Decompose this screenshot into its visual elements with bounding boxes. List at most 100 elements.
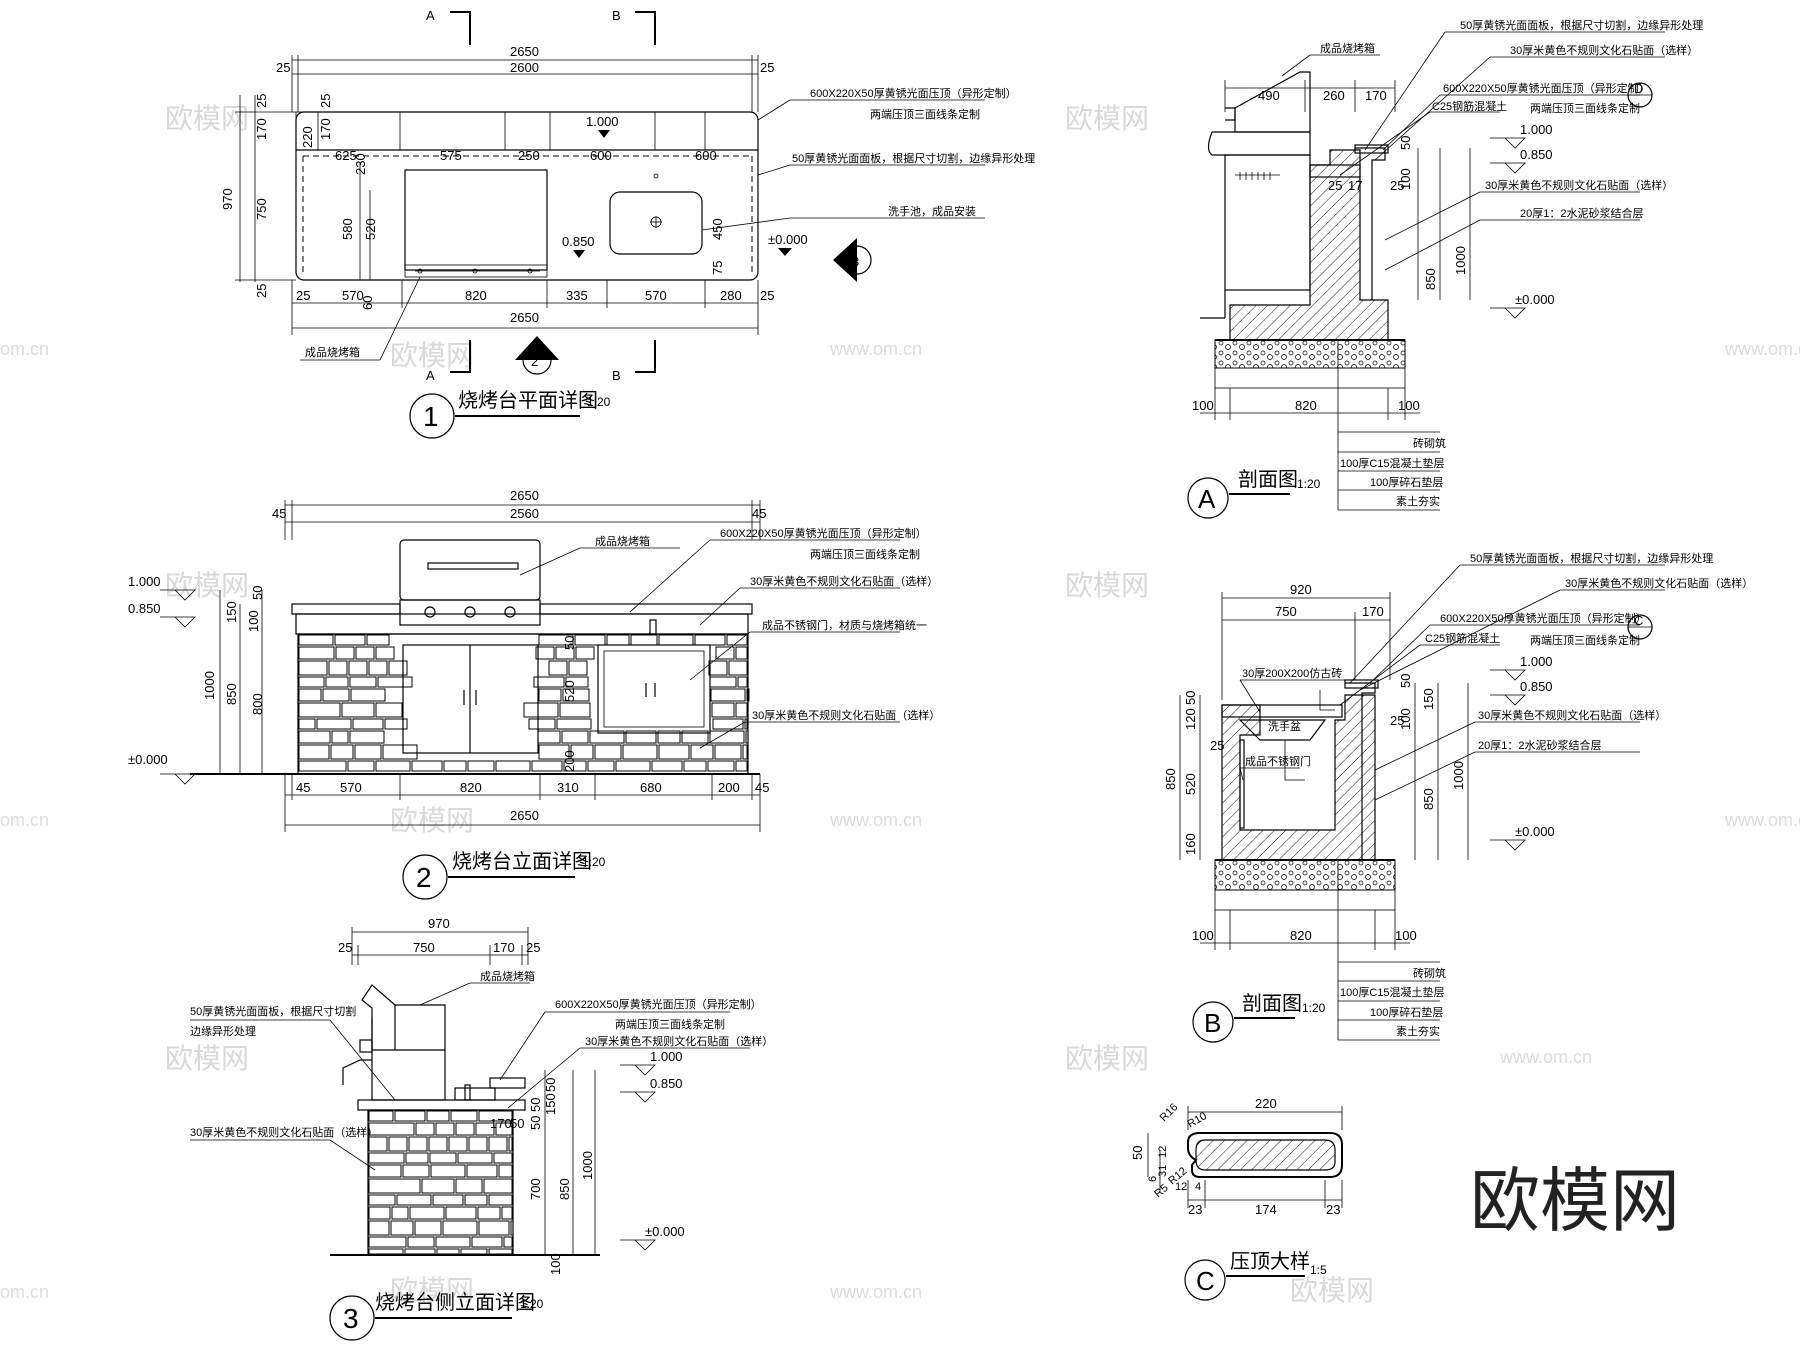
callout-number: 2 [531, 354, 538, 369]
stone-block [606, 634, 630, 646]
watermark-url: om.cn [0, 810, 49, 830]
stone-block [508, 1136, 513, 1152]
dim-label: 570 [340, 780, 362, 795]
stone-block [575, 646, 595, 660]
dim-label: 25 [254, 284, 269, 298]
gravel-layer [1214, 339, 1406, 369]
coping-profile [1187, 1132, 1343, 1178]
dim-label: 25 [760, 60, 774, 75]
sink-basin [609, 191, 703, 255]
watermark: 欧模网 [1065, 570, 1149, 601]
vent-icon [1239, 172, 1271, 180]
stone-block [709, 676, 737, 688]
dim-label: 120 [1183, 708, 1198, 730]
stone-block [501, 1206, 513, 1220]
callout-number: 3 [852, 254, 859, 269]
stone-block [298, 760, 347, 772]
stone-block [368, 1110, 394, 1122]
drawing-number-circle [1187, 477, 1229, 519]
stone-block [330, 744, 354, 760]
dim-label: 335 [566, 288, 588, 303]
stone-block [478, 1220, 510, 1236]
wash-basin [1238, 719, 1327, 741]
stone-block [421, 1178, 455, 1194]
dim-label: 150 [224, 601, 239, 623]
level-label: ±0.000 [645, 1224, 685, 1239]
drawing-number: B [1204, 1008, 1221, 1038]
dim-label: 23 [1326, 1202, 1340, 1217]
stone-block [394, 1110, 426, 1122]
dim-label: 12 [1157, 1146, 1169, 1158]
counter-outline [295, 111, 759, 281]
dim-label: 25 [526, 940, 540, 955]
dim-label: 25 [296, 288, 310, 303]
annotation: 成品不锈钢门，材质与烧烤箱统一 [762, 618, 927, 632]
dim-label: 1000 [1453, 246, 1468, 275]
stone-block [658, 744, 690, 760]
annotation: 50厚黄锈光面面板，根据尺寸切割，边缘异形处理 [1470, 551, 1713, 565]
stone-block [498, 1164, 513, 1178]
drawing-scale: 1:5 [1310, 1263, 1327, 1277]
layer-label: 砖砌筑 [1413, 436, 1446, 450]
drawing-number-circle [402, 854, 448, 900]
dim-label: 200 [562, 750, 577, 772]
stone-block [455, 1122, 475, 1136]
dim-label: 25 [318, 94, 333, 108]
watermark: 欧模网 [390, 1275, 474, 1306]
annotation: 600X220X50厚黄锈光面压顶（异形定制） [720, 526, 927, 540]
dim-label: 2650 [510, 310, 539, 325]
dim-label: 100 [548, 1253, 563, 1275]
stone-block [690, 744, 714, 760]
stone-block [535, 646, 555, 660]
stone-block [503, 1236, 513, 1248]
annotation: 成品烧烤箱 [595, 534, 650, 548]
dim-label: 170 [490, 1116, 512, 1131]
stone-block [708, 660, 728, 676]
dim-label: 680 [640, 780, 662, 795]
annotation: 600X220X50厚黄锈光面压顶（异形定制） [810, 86, 1017, 100]
drawing-title: 烧烤台侧立面详图 [375, 1291, 535, 1314]
stone-block [563, 760, 587, 772]
dim-label: 100 [1398, 168, 1413, 190]
drawing-scale: 1:20 [587, 395, 611, 409]
stone-block [712, 718, 744, 730]
stone-block [355, 646, 375, 660]
stone-block [681, 730, 709, 744]
dim-label: 260 [1323, 88, 1345, 103]
annotation: 两端压顶三面线条定制 [1530, 633, 1640, 647]
stone-block [331, 730, 349, 744]
stone-block [457, 1152, 493, 1164]
stone-block [468, 1136, 488, 1152]
stone-block [710, 688, 746, 702]
stone-block [411, 760, 443, 772]
stone-block [694, 634, 726, 646]
stone-block [538, 634, 574, 646]
dim-label: 50 [1398, 136, 1413, 150]
level-label: 0.850 [1520, 147, 1553, 162]
grill-knob-icon [464, 606, 476, 618]
dim-label: 50 [1183, 691, 1198, 705]
annotation: 50厚黄锈光面面板，根据尺寸切割，边缘异形处理 [792, 151, 1035, 165]
stone-block [298, 646, 335, 660]
stone-block [460, 1248, 488, 1255]
watermark-url: www.om.cn [1724, 339, 1800, 359]
watermark-url: www.om.cn [1724, 810, 1800, 830]
drawing-number: A [1198, 484, 1216, 514]
radius-label: R16 [1158, 1101, 1181, 1124]
stone-block [409, 1206, 445, 1220]
watermark-url: www.om.cn [829, 1282, 922, 1302]
stone-block [746, 688, 750, 702]
stone-block [396, 1194, 432, 1206]
dim-label: 100 [1192, 398, 1214, 413]
watermark-url: www.om.cn [1499, 1047, 1592, 1067]
callout-letter: C [1634, 613, 1643, 628]
stone-block [368, 1220, 390, 1236]
dim-label: 850 [1423, 268, 1438, 290]
stone-block [493, 1152, 513, 1164]
stone-block [377, 676, 413, 688]
stone-block [495, 760, 531, 772]
section-label-b: B [612, 8, 621, 23]
level-label: 0.850 [1520, 679, 1553, 694]
stone-block [430, 1164, 466, 1178]
